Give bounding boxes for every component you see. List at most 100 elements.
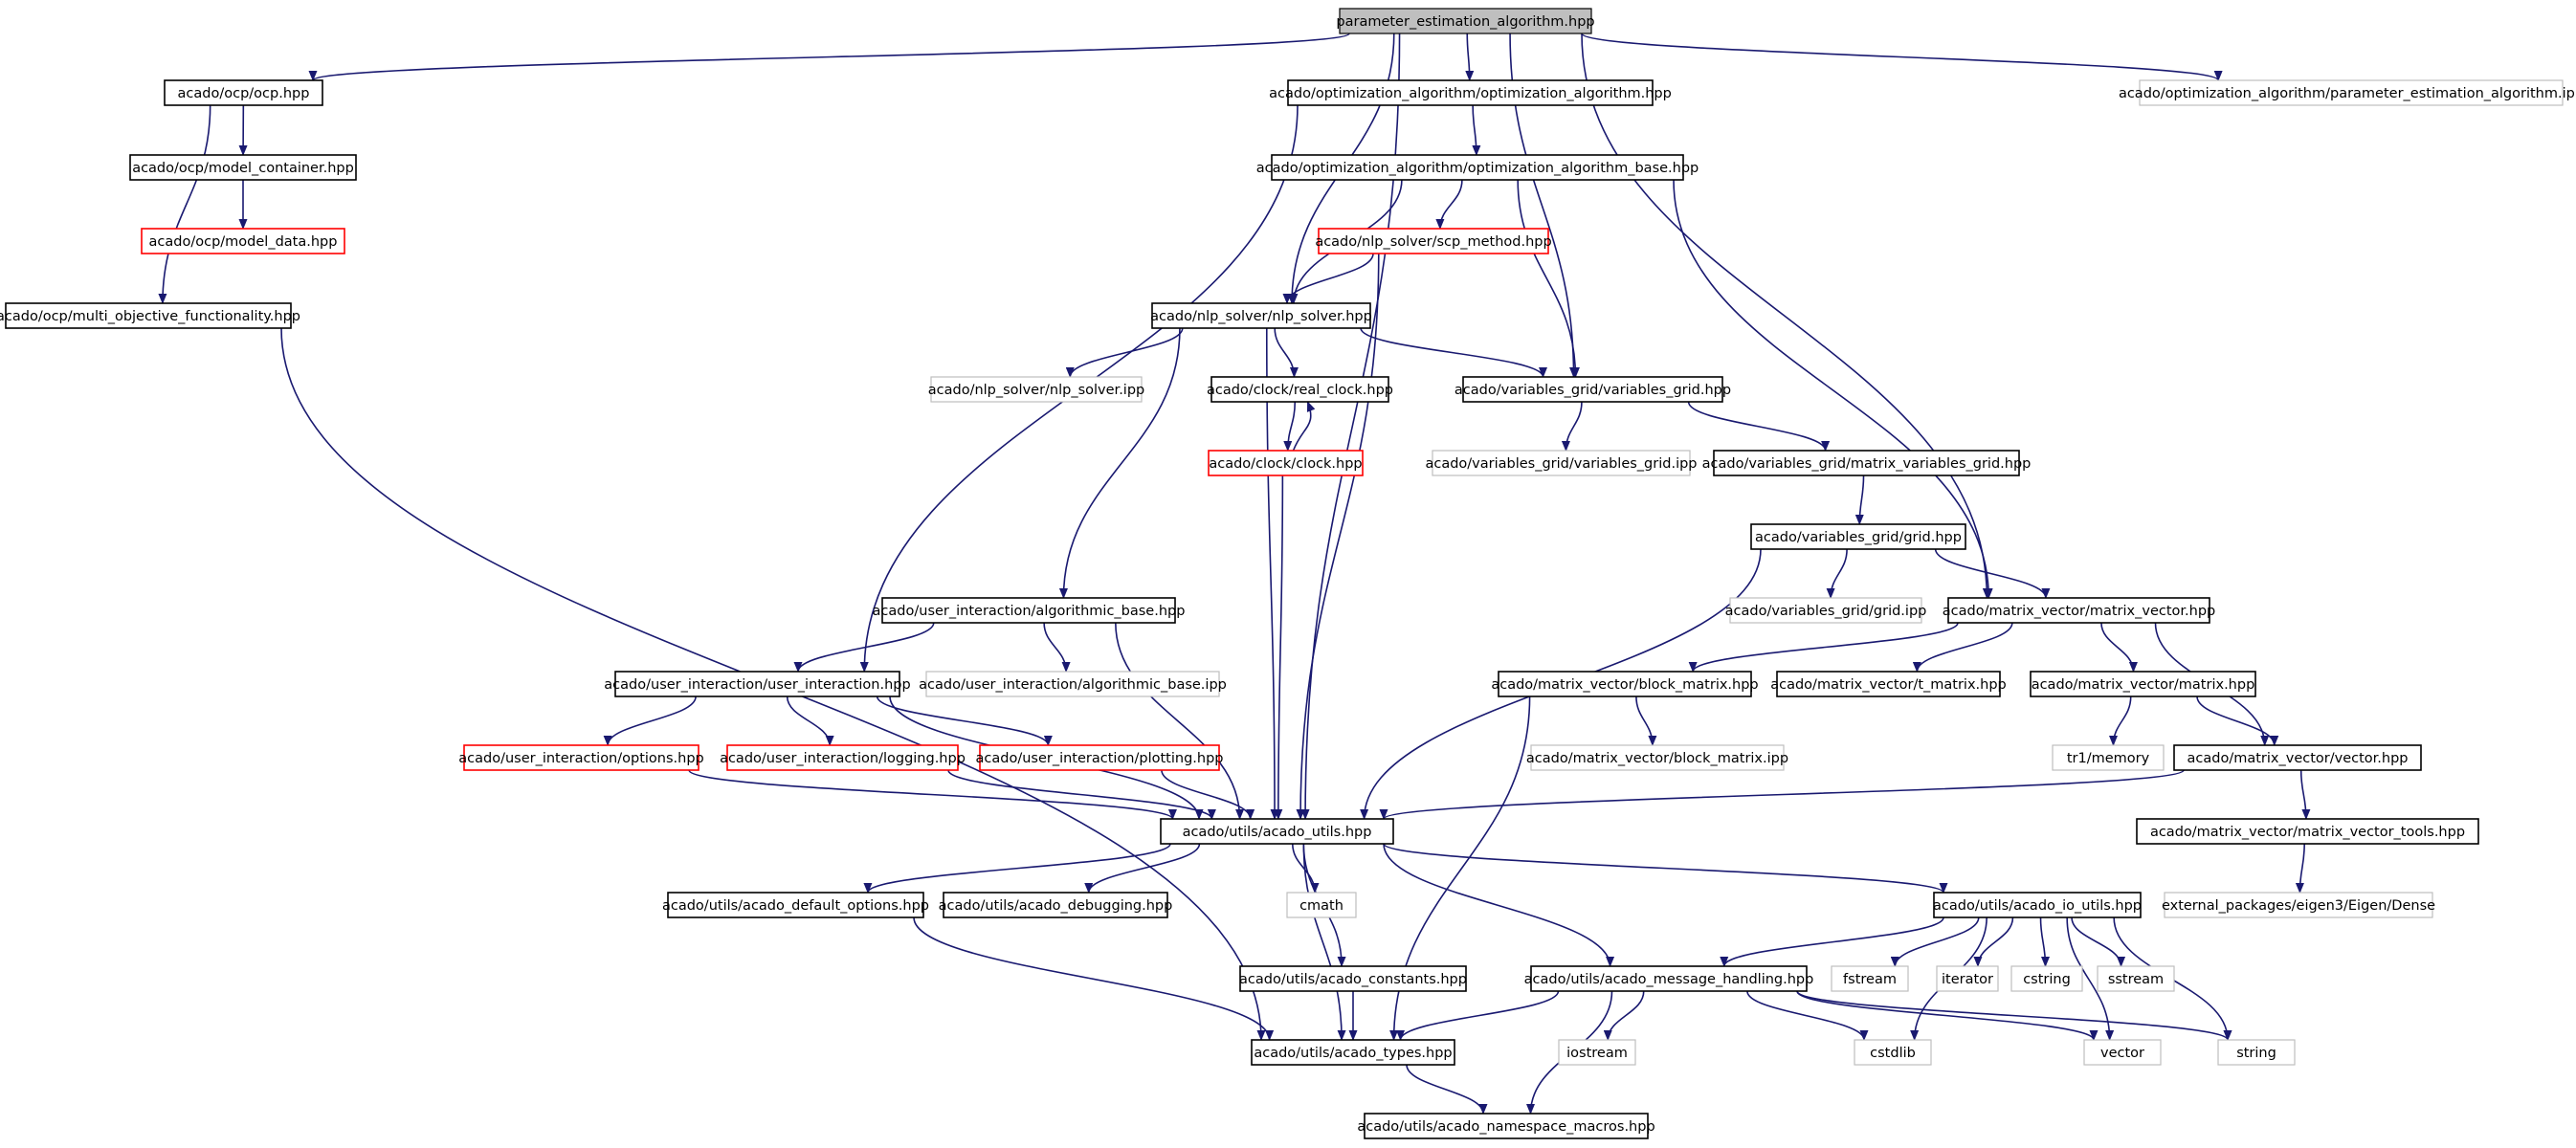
node-label: acado/utils/acado_message_handling.hpp (1524, 972, 1814, 987)
node-nlpipp[interactable]: acado/nlp_solver/nlp_solver.ipp (928, 376, 1145, 403)
node-mvt[interactable]: acado/matrix_vector/matrix_vector_tools.… (2136, 818, 2479, 845)
node-plot[interactable]: acado/user_interaction/plotting.hpp (976, 744, 1224, 771)
node-au[interactable]: acado/utils/acado_utils.hpp (1160, 818, 1394, 845)
node-vector[interactable]: vector (2083, 1039, 2162, 1066)
node-box (2083, 1039, 2162, 1066)
node-ado[interactable]: acado/utils/acado_default_options.hpp (662, 892, 929, 918)
edge-nlp-to-vg (1360, 327, 1547, 378)
node-mvg[interactable]: acado/variables_grid/matrix_variables_gr… (1702, 450, 2032, 476)
node-mof[interactable]: acado/ocp/multi_objective_functionality.… (0, 302, 300, 329)
node-md[interactable]: acado/ocp/model_data.hpp (141, 228, 345, 254)
node-box (1530, 965, 1808, 992)
node-ab[interactable]: acado/user_interaction/algorithmic_base.… (873, 597, 1186, 624)
node-abipp[interactable]: acado/user_interaction/algorithmic_base.… (919, 671, 1227, 697)
edge-amh-to-vector (1796, 990, 2099, 1041)
node-label: acado/variables_grid/variables_grid.ipp (1425, 456, 1697, 472)
node-tr1[interactable]: tr1/memory (2052, 744, 2165, 771)
node-oab[interactable]: acado/optimization_algorithm/optimizatio… (1256, 154, 1699, 181)
node-box (2030, 671, 2256, 697)
edge-au-to-at (1302, 843, 1346, 1041)
edge-aio-to-fstream (1890, 916, 1980, 967)
node-box (1558, 1039, 1636, 1066)
node-label: string (2236, 1046, 2276, 1061)
node-label: vector (2100, 1046, 2144, 1061)
node-eigen[interactable]: external_packages/eigen3/Eigen/Dense (2162, 892, 2435, 918)
node-opt[interactable]: acado/user_interaction/options.hpp (458, 744, 704, 771)
node-vec[interactable]: acado/matrix_vector/vector.hpp (2173, 744, 2422, 771)
node-scp[interactable]: acado/nlp_solver/scp_method.hpp (1315, 228, 1552, 254)
node-log[interactable]: acado/user_interaction/logging.hpp (720, 744, 966, 771)
node-box (1729, 597, 1922, 624)
node-amh[interactable]: acado/utils/acado_message_handling.hpp (1524, 965, 1814, 992)
node-label: acado/ocp/model_data.hpp (149, 234, 338, 250)
node-box (1160, 818, 1394, 845)
node-vg[interactable]: acado/variables_grid/variables_grid.hpp (1455, 376, 1731, 403)
node-rc[interactable]: acado/clock/real_clock.hpp (1207, 376, 1393, 403)
node-oa[interactable]: acado/optimization_algorithm/optimizatio… (1269, 79, 1672, 106)
node-label: cstdlib (1870, 1046, 1916, 1061)
edge-ui-to-log (786, 695, 834, 746)
node-fstream[interactable]: fstream (1831, 965, 1909, 992)
node-cstdlib[interactable]: cstdlib (1854, 1039, 1932, 1066)
node-iostream[interactable]: iostream (1558, 1039, 1636, 1066)
node-mc[interactable]: acado/ocp/model_container.hpp (129, 154, 357, 181)
node-label: acado/user_interaction/logging.hpp (720, 751, 966, 766)
node-box (1936, 965, 1999, 992)
node-label: acado/nlp_solver/nlp_solver.ipp (928, 383, 1145, 398)
edge-ab-to-au (1115, 622, 1245, 820)
node-label: acado/matrix_vector/matrix_vector.hpp (1943, 604, 2215, 619)
node-box (141, 228, 345, 254)
node-adbg[interactable]: acado/utils/acado_debugging.hpp (939, 892, 1173, 918)
node-box (1498, 671, 1752, 697)
node-sstream[interactable]: sstream (2097, 965, 2175, 992)
node-box (1208, 450, 1364, 476)
node-gridipp[interactable]: acado/variables_grid/grid.ipp (1725, 597, 1927, 624)
edge-root-to-mv (1581, 33, 1991, 599)
node-acon[interactable]: acado/utils/acado_constants.hpp (1239, 965, 1467, 992)
node-mv[interactable]: acado/matrix_vector/matrix_vector.hpp (1943, 597, 2215, 624)
node-box (1151, 302, 1371, 329)
edge-au-to-adbg (1084, 843, 1201, 894)
node-vgipp[interactable]: acado/variables_grid/variables_grid.ipp (1425, 450, 1698, 476)
node-box (129, 154, 357, 181)
node-bmipp[interactable]: acado/matrix_vector/block_matrix.ipp (1526, 744, 1788, 771)
node-root[interactable]: parameter_estimation_algorithm.hpp (1336, 8, 1595, 34)
node-at[interactable]: acado/utils/acado_types.hpp (1251, 1039, 1455, 1066)
node-bm[interactable]: acado/matrix_vector/block_matrix.hpp (1491, 671, 1759, 697)
node-label: acado/utils/acado_default_options.hpp (662, 898, 929, 914)
node-label: acado/user_interaction/algorithmic_base.… (873, 604, 1186, 619)
node-grid[interactable]: acado/variables_grid/grid.hpp (1750, 523, 1966, 550)
node-cstring[interactable]: cstring (2010, 965, 2083, 992)
node-box (1530, 744, 1785, 771)
node-ocp[interactable]: acado/ocp/ocp.hpp (164, 79, 323, 106)
edge-bm-to-bmipp (1635, 695, 1657, 746)
node-ui[interactable]: acado/user_interaction/user_interaction.… (604, 671, 911, 697)
node-tm[interactable]: acado/matrix_vector/t_matrix.hpp (1770, 671, 2007, 697)
node-peaipp[interactable]: acado/optimization_algorithm/parameter_e… (2119, 79, 2576, 106)
node-string[interactable]: string (2217, 1039, 2296, 1066)
node-box (1286, 892, 1357, 918)
node-label: acado/user_interaction/options.hpp (458, 751, 704, 766)
edge-oab-to-vg (1517, 179, 1580, 378)
node-iterator[interactable]: iterator (1936, 965, 1999, 992)
edge-amh-to-string (1796, 990, 2232, 1041)
node-nlp[interactable]: acado/nlp_solver/nlp_solver.hpp (1150, 302, 1372, 329)
node-label: acado/matrix_vector/matrix.hpp (2032, 677, 2255, 693)
node-anm[interactable]: acado/utils/acado_namespace_macros.hpp (1357, 1113, 1655, 1139)
node-cmath[interactable]: cmath (1286, 892, 1357, 918)
node-mat[interactable]: acado/matrix_vector/matrix.hpp (2030, 671, 2256, 697)
edge-grid-to-gridipp (1826, 548, 1848, 599)
node-label: fstream (1843, 972, 1897, 987)
edge-ui-to-plot (876, 695, 1053, 746)
node-box (2052, 744, 2165, 771)
edge-ab-to-abipp (1043, 622, 1071, 673)
edge-au-to-aio (1383, 843, 1948, 894)
node-label: acado/variables_grid/variables_grid.hpp (1455, 383, 1731, 398)
node-box (463, 744, 700, 771)
edge-au-to-cmath (1291, 843, 1320, 894)
node-clk[interactable]: acado/clock/clock.hpp (1208, 450, 1364, 476)
node-aio[interactable]: acado/utils/acado_io_utils.hpp (1933, 892, 2142, 918)
node-box (2097, 965, 2175, 992)
node-label: acado/utils/acado_io_utils.hpp (1933, 898, 2142, 914)
edge-mat-to-vec (2196, 695, 2279, 746)
